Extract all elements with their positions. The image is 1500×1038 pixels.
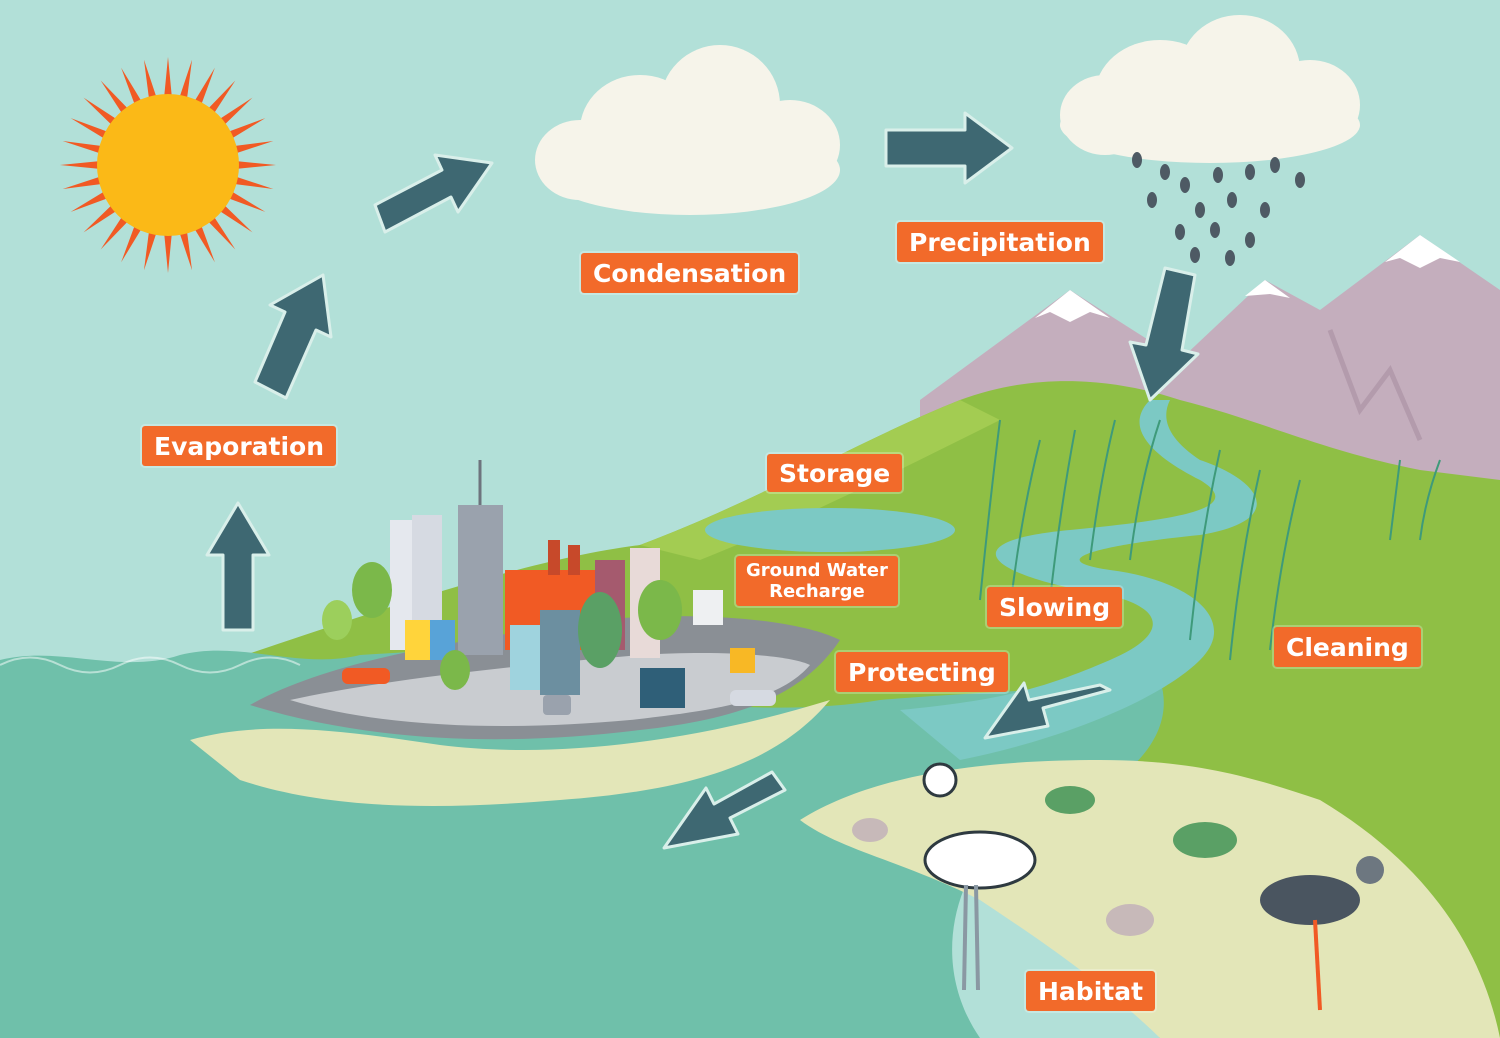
sun-ray: [83, 202, 120, 233]
sun-ray: [231, 175, 274, 190]
label-precipitation: Precipitation: [897, 222, 1103, 262]
sun-ray: [62, 175, 105, 190]
sun-ray: [231, 140, 274, 155]
sun-ray: [192, 67, 215, 108]
trees: [322, 562, 682, 690]
arrow-to-sea: [662, 770, 787, 850]
rain-cloud: [1060, 15, 1360, 163]
raindrops: [1132, 152, 1305, 266]
sun-ray: [83, 97, 120, 128]
sun: [60, 57, 276, 273]
sun-ray: [100, 213, 131, 250]
label-ground-water-line2: Recharge: [769, 581, 865, 602]
cars: [342, 668, 776, 715]
condensation-cloud: [535, 45, 840, 215]
sun-ray: [143, 59, 158, 102]
arrow-to-precipitation: [884, 111, 1014, 185]
sun-ray: [225, 118, 266, 141]
label-ground-water-recharge: Ground Water Recharge: [736, 556, 898, 606]
sun-ray: [205, 80, 236, 117]
label-evaporation: Evaporation: [142, 426, 337, 466]
sun-ray: [121, 222, 144, 263]
label-habitat: Habitat: [1026, 971, 1156, 1011]
sun-ray: [233, 160, 276, 170]
sun-ray: [70, 118, 111, 141]
sun-ray: [216, 97, 253, 128]
sun-ray: [216, 202, 253, 233]
wading-birds: [852, 762, 1384, 1011]
marsh-sand: [800, 760, 1500, 1038]
sun-ray: [100, 80, 131, 117]
arrow-evaporation-up-1: [205, 501, 271, 632]
sun-ray: [60, 160, 103, 170]
sun-ray: [163, 230, 173, 273]
arrow-river-1: [983, 681, 1112, 740]
sun-ray: [62, 140, 105, 155]
pond: [705, 508, 955, 552]
sun-ray: [205, 213, 236, 250]
sun-ray: [121, 67, 144, 108]
reeds: [979, 419, 1441, 661]
label-ground-water-line1: Ground Water: [746, 560, 888, 581]
sun-ray: [178, 228, 193, 271]
sun-ray: [178, 59, 193, 102]
label-storage: Storage: [767, 454, 903, 492]
label-protecting: Protecting: [836, 652, 1008, 692]
beach: [190, 700, 830, 806]
arrow-precipitation-down: [1128, 266, 1200, 402]
sun-ray: [192, 222, 215, 263]
arrow-evaporation-up-2: [253, 273, 333, 400]
river: [900, 400, 1257, 760]
city-buildings: [390, 460, 755, 708]
sun-ray: [163, 57, 173, 100]
label-slowing: Slowing: [987, 587, 1123, 627]
label-cleaning: Cleaning: [1274, 627, 1421, 667]
label-condensation: Condensation: [581, 253, 799, 293]
sun-rays: [60, 57, 276, 273]
arrow-evaporation-up-3: [373, 153, 494, 234]
sun-ray: [70, 189, 111, 212]
sun-ray: [143, 228, 158, 271]
flow-arrows: [205, 111, 1200, 850]
sun-ray: [225, 189, 266, 212]
